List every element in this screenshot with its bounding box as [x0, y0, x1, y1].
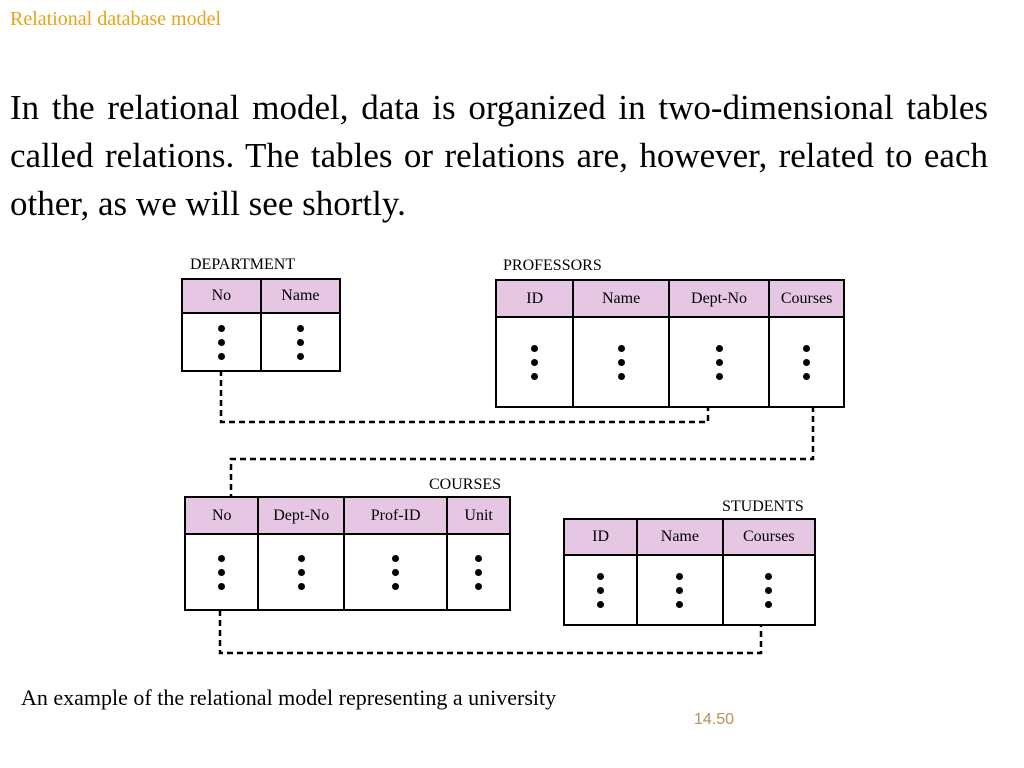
- intro-paragraph: In the relational model, data is organiz…: [10, 88, 988, 223]
- courses-table-name: COURSES: [429, 476, 502, 493]
- department-table: No Name: [181, 278, 342, 372]
- slide-number: 14.50: [694, 711, 735, 728]
- department-table-name: DEPARTMENT: [190, 256, 296, 273]
- connector-courses-students: [218, 610, 763, 655]
- department-col-name: Name: [259, 278, 342, 314]
- students-col-id: ID: [562, 518, 639, 556]
- courses-row-ellipsis: [257, 533, 345, 611]
- professors-col-id: ID: [494, 279, 575, 318]
- courses-col-unit: Unit: [446, 496, 511, 535]
- professors-row-ellipsis: [667, 316, 771, 408]
- department-row-ellipsis: [259, 312, 342, 372]
- slide-header: Relational database model: [10, 8, 222, 30]
- professors-col-name: Name: [572, 279, 670, 318]
- professors-row-ellipsis: [572, 316, 670, 408]
- professors-table: ID Name Dept-No Courses: [494, 279, 845, 408]
- connector-professors-courses: [229, 406, 815, 496]
- courses-col-no: No: [183, 496, 260, 535]
- figure-caption: An example of the relational model repre…: [21, 685, 557, 710]
- students-col-courses: Courses: [721, 518, 817, 556]
- students-row-ellipsis: [721, 554, 817, 626]
- courses-row-ellipsis: [342, 533, 449, 611]
- students-table-name: STUDENTS: [722, 498, 804, 515]
- courses-row-ellipsis: [183, 533, 260, 611]
- professors-table-name: PROFESSORS: [503, 257, 602, 274]
- department-col-no: No: [181, 278, 262, 314]
- courses-row-ellipsis: [446, 533, 511, 611]
- professors-col-dept-no: Dept-No: [667, 279, 771, 318]
- connector-department-professors: [219, 370, 710, 424]
- students-row-ellipsis: [636, 554, 724, 626]
- department-row-ellipsis: [181, 312, 262, 372]
- courses-col-prof-id: Prof-ID: [342, 496, 449, 535]
- professors-col-courses: Courses: [768, 279, 845, 318]
- students-col-name: Name: [636, 518, 724, 556]
- courses-table: No Dept-No Prof-ID Unit: [183, 496, 511, 611]
- professors-row-ellipsis: [768, 316, 845, 408]
- students-row-ellipsis: [562, 554, 639, 626]
- professors-row-ellipsis: [494, 316, 575, 408]
- courses-col-dept-no: Dept-No: [257, 496, 345, 535]
- students-table: ID Name Courses: [562, 518, 817, 626]
